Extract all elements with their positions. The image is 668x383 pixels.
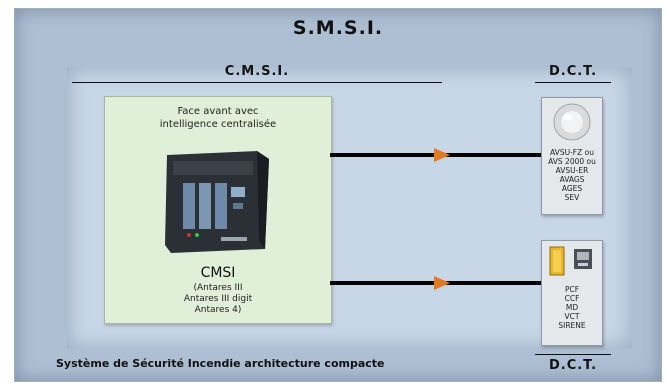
dct-card-bottom: PCF CCF MD VCT SIRENE bbox=[541, 240, 603, 346]
door-device-icon bbox=[549, 246, 592, 276]
cmsi-model-3: Antares 4) bbox=[194, 305, 242, 315]
dct-bottom-line: SIRENE bbox=[558, 321, 586, 330]
dct-bottom-line: PCF bbox=[564, 285, 580, 294]
cmsi-caption-line2: intelligence centralisée bbox=[159, 119, 277, 130]
cmsi-cabinet-image bbox=[165, 151, 269, 253]
dct-top-line: AVS 2000 ou bbox=[548, 157, 596, 166]
dct-overline-bottom bbox=[535, 354, 611, 355]
cmsi-model-2: Antares III digit bbox=[183, 294, 253, 304]
dct-top-line: AVSU-ER bbox=[555, 166, 589, 175]
dct-bottom-list: PCF CCF MD VCT SIRENE bbox=[542, 285, 602, 330]
dct-top-line: AVAGS bbox=[559, 175, 585, 184]
dct-top-list: AVSU-FZ ou AVS 2000 ou AVSU-ER AVAGS AGE… bbox=[542, 148, 602, 202]
dct-bottom-line: MD bbox=[565, 303, 579, 312]
dct-label-bottom: D.C.T. bbox=[548, 358, 598, 373]
dct-label-top: D.C.T. bbox=[548, 64, 598, 79]
dct-top-line: AGES bbox=[561, 184, 583, 193]
dct-underline-top bbox=[535, 82, 611, 83]
cmsi-name: CMSI bbox=[200, 265, 236, 281]
cmsi-caption-line1: Face avant avec bbox=[177, 106, 259, 117]
dct-bottom-line: CCF bbox=[564, 294, 580, 303]
footer-caption: Système de Sécurité Incendie architectur… bbox=[56, 357, 385, 370]
cmsi-models: (Antares III Antares III digit Antares 4… bbox=[105, 283, 331, 316]
dct-top-line: SEV bbox=[564, 193, 580, 202]
link-to-dct-bottom bbox=[330, 276, 542, 290]
smsi-title: S.M.S.I. bbox=[292, 17, 384, 39]
cmsi-box: Face avant avec intelligence centralisée… bbox=[104, 96, 332, 324]
cmsi-caption: Face avant avec intelligence centralisée bbox=[105, 105, 331, 131]
dct-bottom-line: VCT bbox=[564, 312, 580, 321]
link-to-dct-top bbox=[330, 148, 542, 162]
cmsi-model-1: (Antares III bbox=[193, 283, 243, 293]
cmsi-label: C.M.S.I. bbox=[224, 64, 290, 79]
siren-dome-icon bbox=[553, 103, 591, 141]
dct-top-line: AVSU-FZ ou bbox=[550, 148, 594, 157]
dct-card-top: AVSU-FZ ou AVS 2000 ou AVSU-ER AVAGS AGE… bbox=[541, 97, 603, 215]
cmsi-underline bbox=[72, 82, 442, 83]
